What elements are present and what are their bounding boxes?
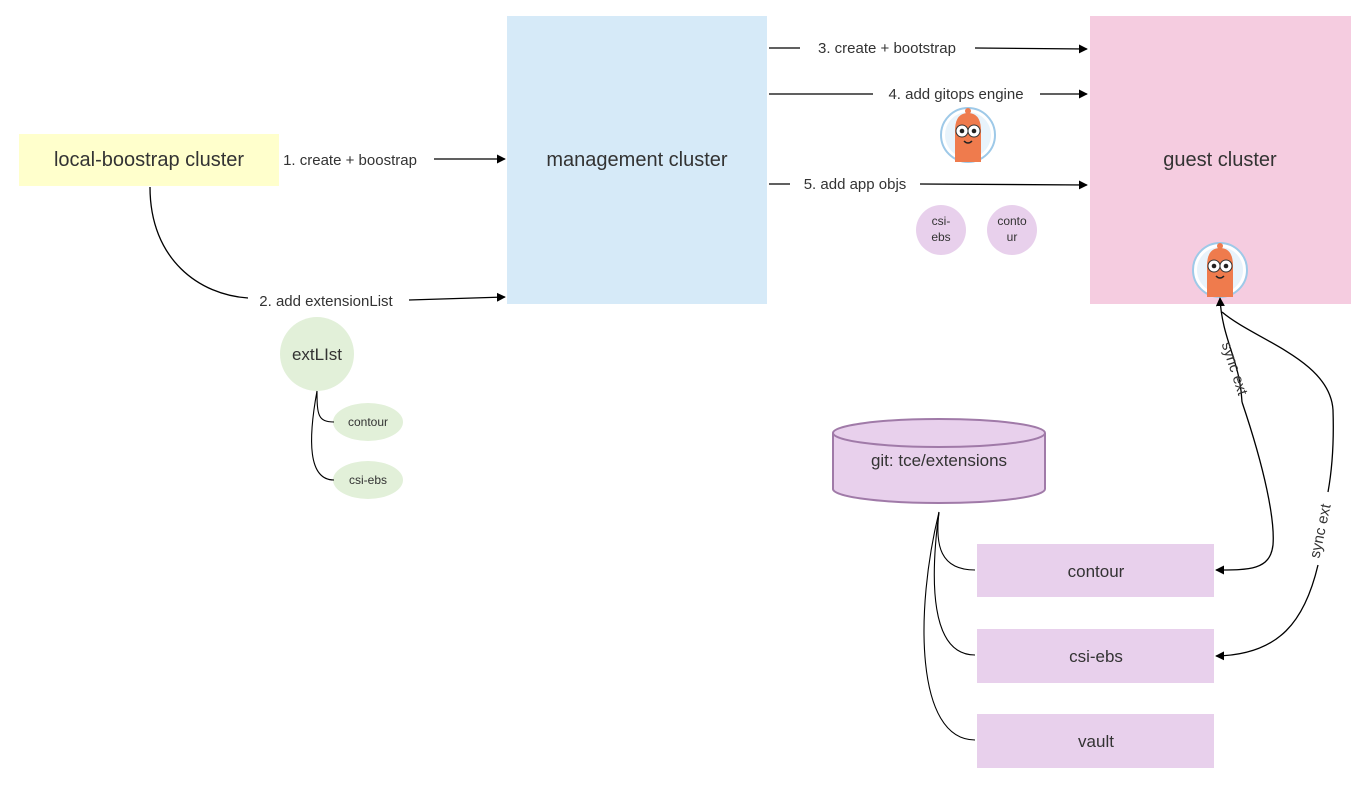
app-obj-label-line1: conto — [997, 214, 1027, 228]
ext-list-item-contour: contour — [333, 403, 403, 441]
ext-list-item-label: csi-ebs — [349, 473, 387, 487]
edge-label: sync ext — [1218, 340, 1251, 398]
edge-add-app-objs: 5. add app objs — [769, 176, 1088, 193]
extension-box-csi-ebs: csi-ebs — [977, 629, 1214, 683]
ext-list-item-label: contour — [348, 415, 388, 429]
app-obj-label-line2: ur — [1007, 230, 1018, 244]
edge-create-bootstrap-3: 3. create + bootstrap — [769, 40, 1088, 57]
extension-box-label: vault — [1078, 732, 1114, 751]
argo-octopus-icon — [940, 107, 996, 163]
app-obj-label-line1: csi- — [932, 214, 951, 228]
local-bootstrap-cluster-node: local-boostrap cluster — [19, 134, 279, 186]
git-repo-tree-connectors — [923, 511, 976, 741]
app-obj-label-line2: ebs — [931, 230, 950, 244]
extension-box-vault: vault — [977, 714, 1214, 768]
extension-box-label: csi-ebs — [1069, 647, 1123, 666]
app-obj-bubble-csi-ebs: csi- ebs — [916, 205, 966, 255]
git-repo-label: git: tce/extensions — [871, 451, 1007, 470]
extension-box-contour: contour — [977, 544, 1214, 597]
management-cluster-label: management cluster — [546, 149, 728, 171]
edge-label: 3. create + bootstrap — [818, 40, 956, 57]
local-bootstrap-cluster-label: local-boostrap cluster — [54, 149, 244, 171]
edge-add-extension-list: 2. add extensionList — [149, 186, 506, 310]
management-cluster-node: management cluster — [507, 16, 767, 304]
ext-list-label: extLIst — [292, 345, 342, 364]
extension-box-label: contour — [1068, 562, 1125, 581]
ext-list-tree-connectors — [311, 390, 335, 481]
ext-list-item-csi-ebs: csi-ebs — [333, 461, 403, 499]
edge-add-gitops-engine: 4. add gitops engine — [769, 86, 1088, 103]
app-obj-bubble-contour: conto ur — [987, 205, 1037, 255]
edge-label: 2. add extensionList — [259, 293, 393, 310]
git-repo-cylinder: git: tce/extensions — [832, 418, 1046, 504]
argo-octopus-icon — [1192, 242, 1248, 298]
guest-cluster-label: guest cluster — [1163, 149, 1277, 171]
edge-label: 4. add gitops engine — [888, 86, 1023, 103]
ext-list-node: extLIst — [280, 317, 354, 391]
edge-create-bootstrap-1: 1. create + boostrap — [283, 152, 506, 169]
edge-label: 5. add app objs — [804, 176, 907, 193]
edge-label: sync ext — [1307, 502, 1335, 560]
edge-label: 1. create + boostrap — [283, 152, 417, 169]
